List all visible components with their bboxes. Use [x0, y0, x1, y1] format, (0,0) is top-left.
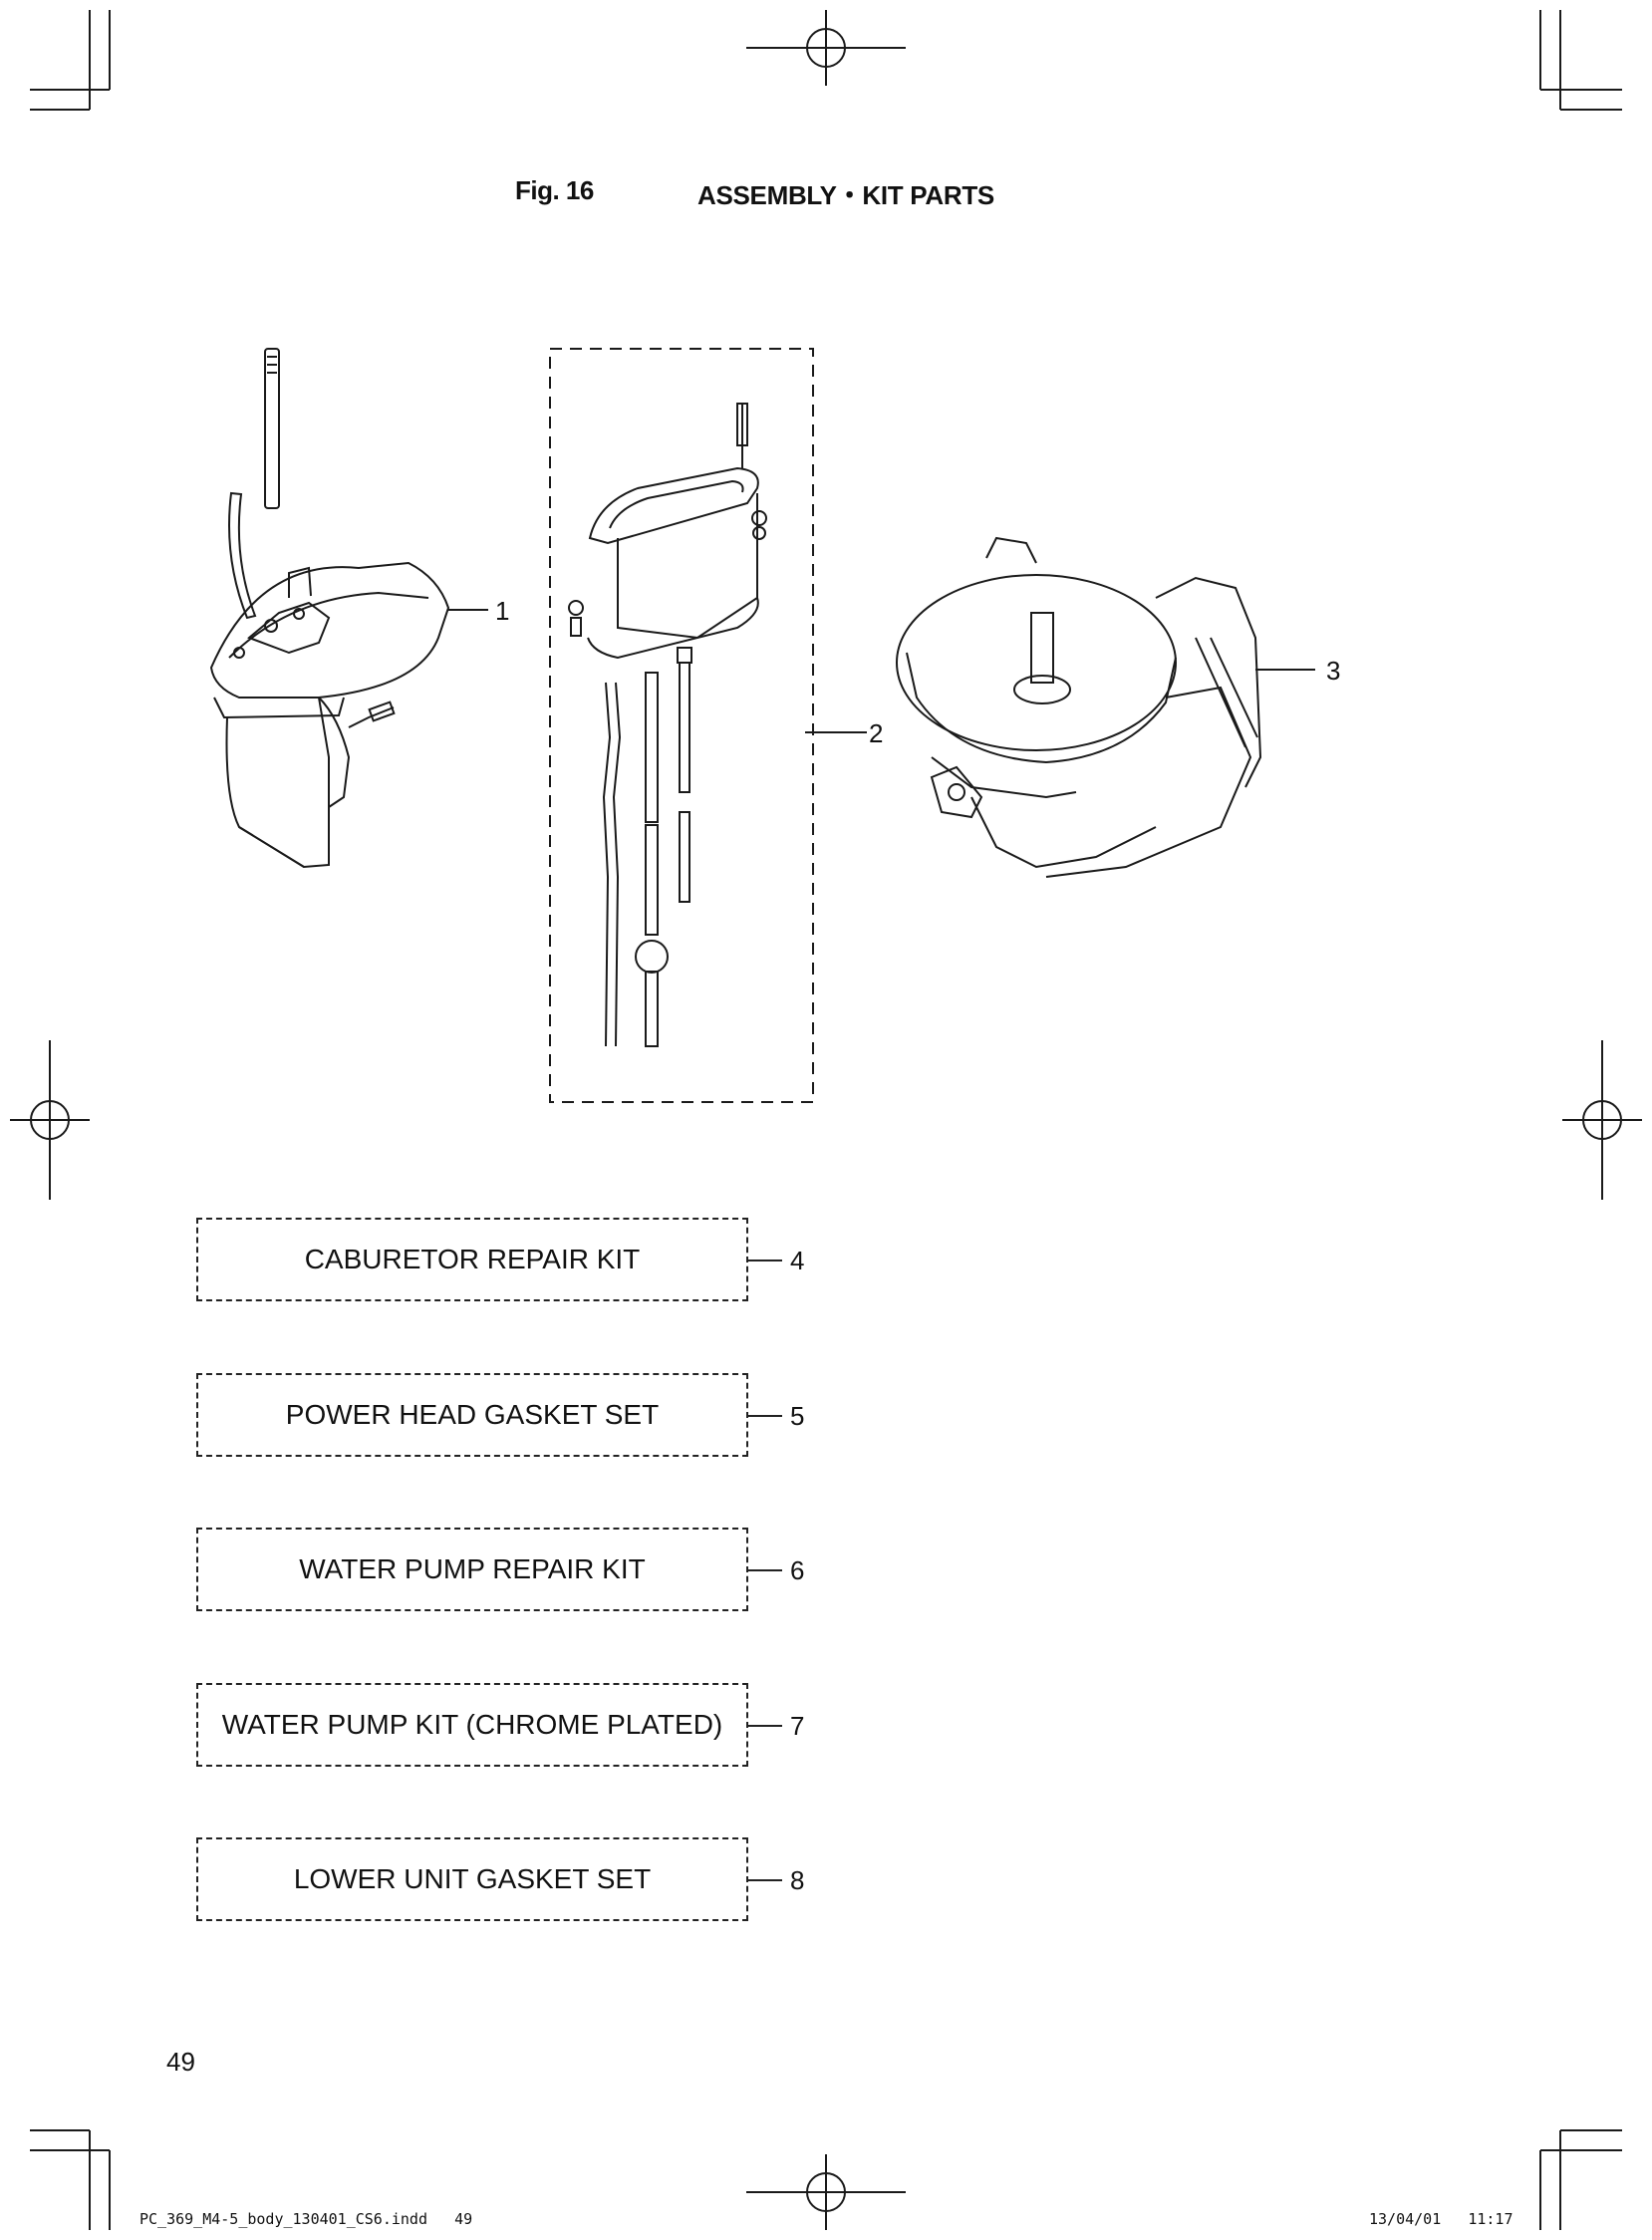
- kit-label: WATER PUMP REPAIR KIT: [299, 1553, 646, 1584]
- kit-label: LOWER UNIT GASKET SET: [293, 1863, 652, 1894]
- part-3-power-head-illustration: [896, 536, 1315, 878]
- callout-1: 1: [495, 596, 510, 626]
- callout-3: 3: [1326, 656, 1341, 686]
- part-1-lower-unit-illustration: [209, 348, 488, 869]
- part-2-driveshaft-housing-illustration: [549, 348, 867, 1103]
- kit-leader-line: [748, 1879, 782, 1881]
- kit-number: 5: [790, 1401, 805, 1431]
- crop-marks: [30, 10, 1622, 2230]
- kit-leader-line: [748, 1569, 782, 1571]
- kit-box: WATER PUMP REPAIR KIT: [196, 1528, 748, 1611]
- slug-filename: PC_369_M4-5_body_130401_CS6.indd 49: [139, 2210, 473, 2228]
- callout-2: 2: [869, 718, 884, 748]
- slug-timestamp: 13/04/01 11:17: [1369, 2210, 1514, 2228]
- kit-box: LOWER UNIT GASKET SET: [196, 1837, 748, 1921]
- kit-label: WATER PUMP KIT (CHROME PLATED): [221, 1709, 723, 1740]
- kit-leader-line: [748, 1415, 782, 1417]
- kit-label: CABURETOR REPAIR KIT: [304, 1244, 641, 1274]
- kit-box: POWER HEAD GASKET SET: [196, 1373, 748, 1457]
- kit-number: 8: [790, 1865, 805, 1895]
- kit-leader-line: [748, 1725, 782, 1727]
- kit-number: 4: [790, 1246, 805, 1275]
- registration-marks: [10, 10, 1642, 2230]
- page-number: 49: [166, 2047, 195, 2077]
- kit-number: 6: [790, 1555, 805, 1585]
- figure-name: ASSEMBLY・KIT PARTS: [697, 180, 994, 210]
- kit-leader-line: [748, 1260, 782, 1261]
- figure-number: Fig. 16: [515, 175, 594, 205]
- figure-title: Fig. 16 ASSEMBLY・KIT PARTS: [0, 175, 1652, 210]
- kit-box: CABURETOR REPAIR KIT: [196, 1218, 748, 1301]
- kit-label: POWER HEAD GASKET SET: [285, 1399, 660, 1430]
- kit-number: 7: [790, 1711, 805, 1741]
- kit-box: WATER PUMP KIT (CHROME PLATED): [196, 1683, 748, 1767]
